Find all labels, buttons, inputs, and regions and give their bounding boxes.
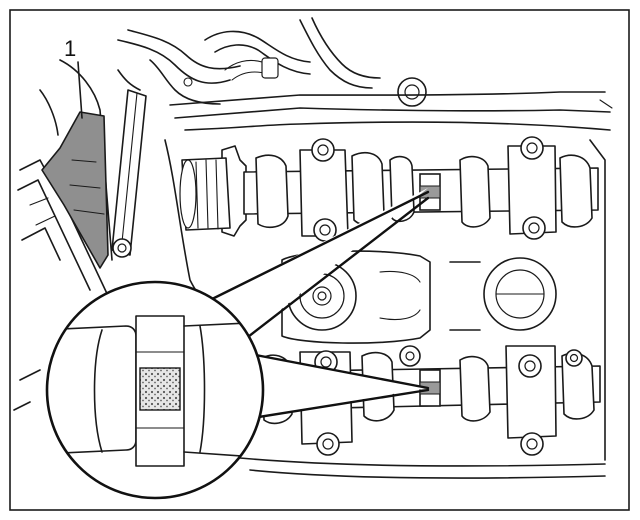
callout-number-1: 1	[64, 36, 77, 61]
magnifier-pointer-upper	[198, 188, 430, 342]
tensioner-rod	[111, 69, 147, 258]
dot-code-marking	[139, 367, 181, 411]
magnifier-pointer-lower	[238, 350, 430, 422]
highlighted-part-1	[41, 111, 109, 269]
top-hoses	[117, 17, 381, 105]
upper-boss	[397, 77, 427, 107]
magnified-detail	[45, 280, 265, 500]
callout-1-leader	[77, 61, 83, 119]
